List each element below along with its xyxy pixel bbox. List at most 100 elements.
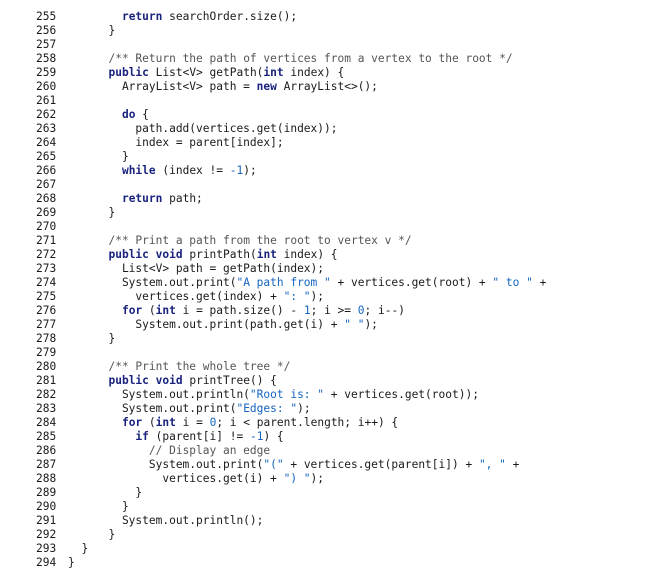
line-number: 271 [36, 234, 57, 247]
code-token: index = parent[index]; [95, 136, 284, 149]
line-number: 288 [36, 472, 57, 485]
line-number: 279 [36, 346, 57, 359]
code-token: ); [310, 472, 325, 485]
number-token: -1 [229, 164, 244, 177]
code-text: } [95, 500, 129, 514]
code-token [149, 374, 156, 387]
keyword-token: public [108, 374, 149, 387]
code-line: 294} [0, 556, 654, 570]
comment-token: /** Print the whole tree */ [108, 360, 291, 373]
comment-token: /** Return the path of vertices from a v… [108, 52, 513, 65]
code-line: 268 return path; [0, 192, 654, 206]
keyword-token: if [135, 430, 149, 443]
keyword-token: return [121, 10, 163, 23]
code-text: /** Print a path from the root to vertex… [95, 234, 411, 248]
code-token: System.out.println(); [95, 514, 264, 527]
code-line: 269 } [0, 206, 654, 220]
code-token: vertices.get(index) + [95, 290, 284, 303]
code-token: + vertices.get(parent[i]) + [283, 458, 479, 471]
string-token: " " [344, 318, 365, 331]
code-text: if (parent[i] != -1) { [95, 430, 283, 444]
line-number: 264 [36, 136, 57, 149]
code-token [95, 444, 149, 457]
code-line: 258 /** Return the path of vertices from… [0, 52, 654, 66]
line-number: 275 [36, 290, 57, 303]
code-line: 285 if (parent[i] != -1) { [0, 430, 654, 444]
line-number: 278 [36, 332, 57, 345]
code-text: /** Return the path of vertices from a v… [95, 52, 513, 66]
code-text: System.out.println("Root is: " + vertice… [95, 388, 479, 402]
code-line: 270 [0, 220, 654, 234]
code-token: i = path.size() - [175, 304, 304, 317]
code-text: } [95, 332, 115, 346]
string-token: "Edges: " [236, 402, 298, 415]
code-token: System.out.print( [95, 402, 237, 415]
code-line: 266 while (index != -1); [0, 164, 654, 178]
code-token: ; i--) [364, 304, 405, 317]
code-token [95, 304, 122, 317]
code-text: for (int i = 0; i < parent.length; i++) … [95, 416, 398, 430]
line-number: 277 [36, 318, 57, 331]
code-token: ArrayList<V> path = [95, 80, 257, 93]
code-line: 256 } [0, 24, 654, 38]
code-line: 286 // Display an edge [0, 444, 654, 458]
line-number: 276 [36, 304, 57, 317]
code-token: i = [175, 416, 210, 429]
keyword-token: new [256, 80, 277, 93]
keyword-token: return [121, 192, 163, 205]
code-token: ); [364, 318, 378, 331]
code-text: System.out.print("Edges: "); [95, 402, 311, 416]
code-line: 282 System.out.println("Root is: " + ver… [0, 388, 654, 402]
code-token: } [81, 542, 89, 555]
line-number: 281 [36, 374, 57, 387]
code-token [95, 10, 122, 23]
code-token: } [95, 486, 143, 499]
code-text: index = parent[index]; [95, 136, 284, 150]
code-line: 265 } [0, 150, 654, 164]
code-line: 257 [0, 38, 654, 52]
code-token [95, 248, 108, 261]
line-number: 259 [36, 66, 57, 79]
code-token: ); [297, 402, 311, 415]
code-token [95, 360, 108, 373]
keyword-token: void [155, 374, 183, 387]
code-token [95, 108, 122, 121]
line-number: 267 [36, 178, 57, 191]
string-token: ": " [283, 290, 311, 303]
code-text: System.out.print("A path from " + vertic… [95, 276, 546, 290]
code-token: + [532, 276, 547, 289]
code-token [95, 234, 108, 247]
line-number: 268 [36, 192, 57, 205]
code-text: return searchOrder.size(); [95, 10, 297, 24]
line-number: 273 [36, 262, 57, 275]
line-number: 270 [36, 220, 57, 233]
code-token [95, 164, 122, 177]
code-line: 261 [0, 94, 654, 108]
number-token: 1 [303, 304, 311, 317]
line-number: 269 [36, 206, 57, 219]
code-token: vertices.get(i) + [95, 472, 284, 485]
code-token: System.out.print(path.get(i) + [95, 318, 345, 331]
code-token: ); [310, 290, 325, 303]
number-token: -1 [249, 430, 264, 443]
code-token: } [95, 150, 129, 163]
line-number: 287 [36, 458, 57, 471]
code-token: ( [142, 304, 156, 317]
keyword-token: for [121, 304, 143, 317]
code-text: System.out.print("(" + vertices.get(pare… [95, 458, 520, 472]
code-text: for (int i = path.size() - 1; i >= 0; i-… [95, 304, 405, 318]
code-line: 293} [0, 542, 654, 556]
line-number: 262 [36, 108, 57, 121]
line-number: 257 [36, 38, 57, 51]
line-number: 258 [36, 52, 57, 65]
code-token: index) { [276, 248, 338, 261]
code-token: System.out.println( [95, 388, 250, 401]
line-number: 266 [36, 164, 57, 177]
code-token: } [95, 206, 116, 219]
code-line: 262 do { [0, 108, 654, 122]
code-token: ; i >= [310, 304, 358, 317]
code-text: } [82, 542, 89, 556]
code-token: ArrayList<>(); [276, 80, 378, 93]
code-text: System.out.print(path.get(i) + " "); [95, 318, 378, 332]
line-number: 280 [36, 360, 57, 373]
